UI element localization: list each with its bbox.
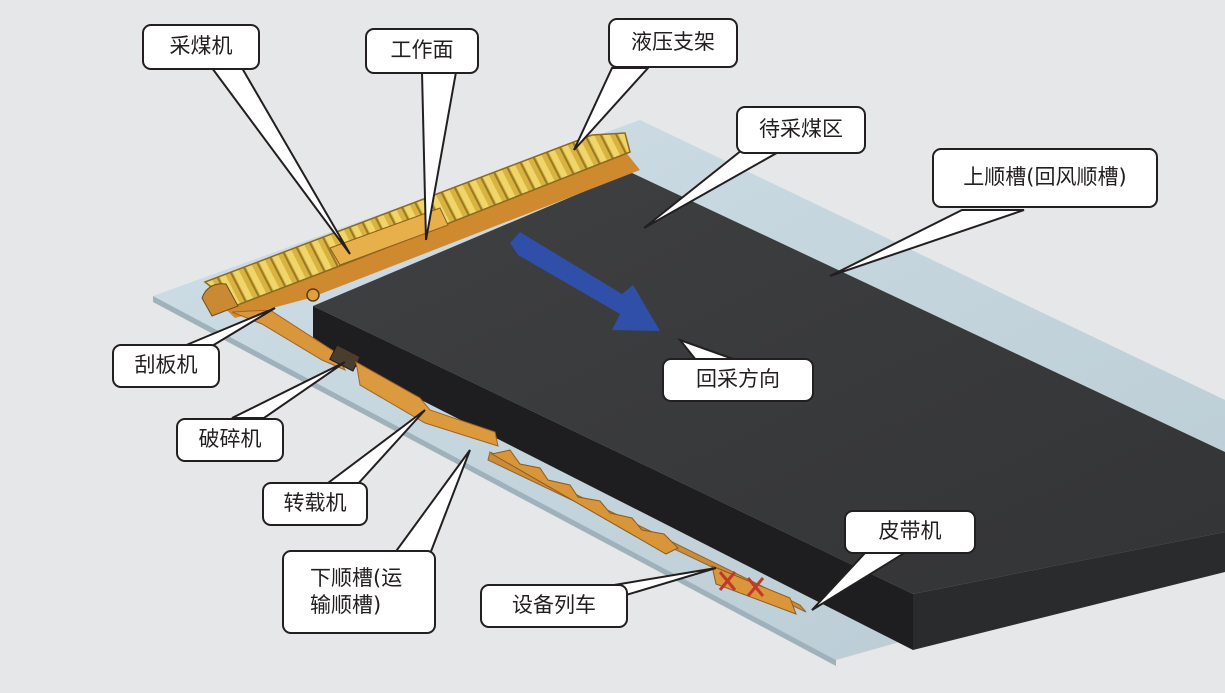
equipment-train-cars [490,449,679,555]
label-lower-gate-line2: 输顺槽) [310,593,382,617]
label-belt-conveyor: 皮带机 [844,510,976,554]
pointer-lower-gate [392,449,471,555]
label-equipment-train: 设备列车 [480,584,628,628]
coal-block-side [913,532,1225,650]
label-upper-gate: 上顺槽(回风顺槽) [932,148,1158,208]
label-coal-to-mine: 待采煤区 [736,106,866,154]
pointer-hydraulic-support [573,67,651,151]
equipment-train-head [711,565,797,615]
coal-block-front [313,306,913,650]
label-lower-gate-line1: 下顺槽(运 [310,565,403,590]
pointer-stage-loader [321,409,426,487]
label-stage-loader: 转载机 [262,482,368,526]
stage-loader-body [355,361,499,447]
pointer-upper-gate [829,209,1025,277]
label-hydraulic-support: 液压支架 [608,18,738,68]
retreat-direction-arrow [510,232,660,331]
label-shearer: 采煤机 [142,24,260,70]
shearer-drum [306,288,320,302]
face-head-drum [201,283,239,317]
label-working-face: 工作面 [365,28,479,74]
label-retreat-direction: 回采方向 [662,358,814,402]
shearer-body [329,207,449,266]
roadway-floor-edge [153,296,836,666]
label-lower-gate: 下顺槽(运 输顺槽) [282,550,436,634]
label-crusher: 破碎机 [176,418,284,462]
pointer-shearer [210,67,351,255]
callout-pointers [183,67,1025,611]
label-scraper: 刮板机 [112,344,220,388]
